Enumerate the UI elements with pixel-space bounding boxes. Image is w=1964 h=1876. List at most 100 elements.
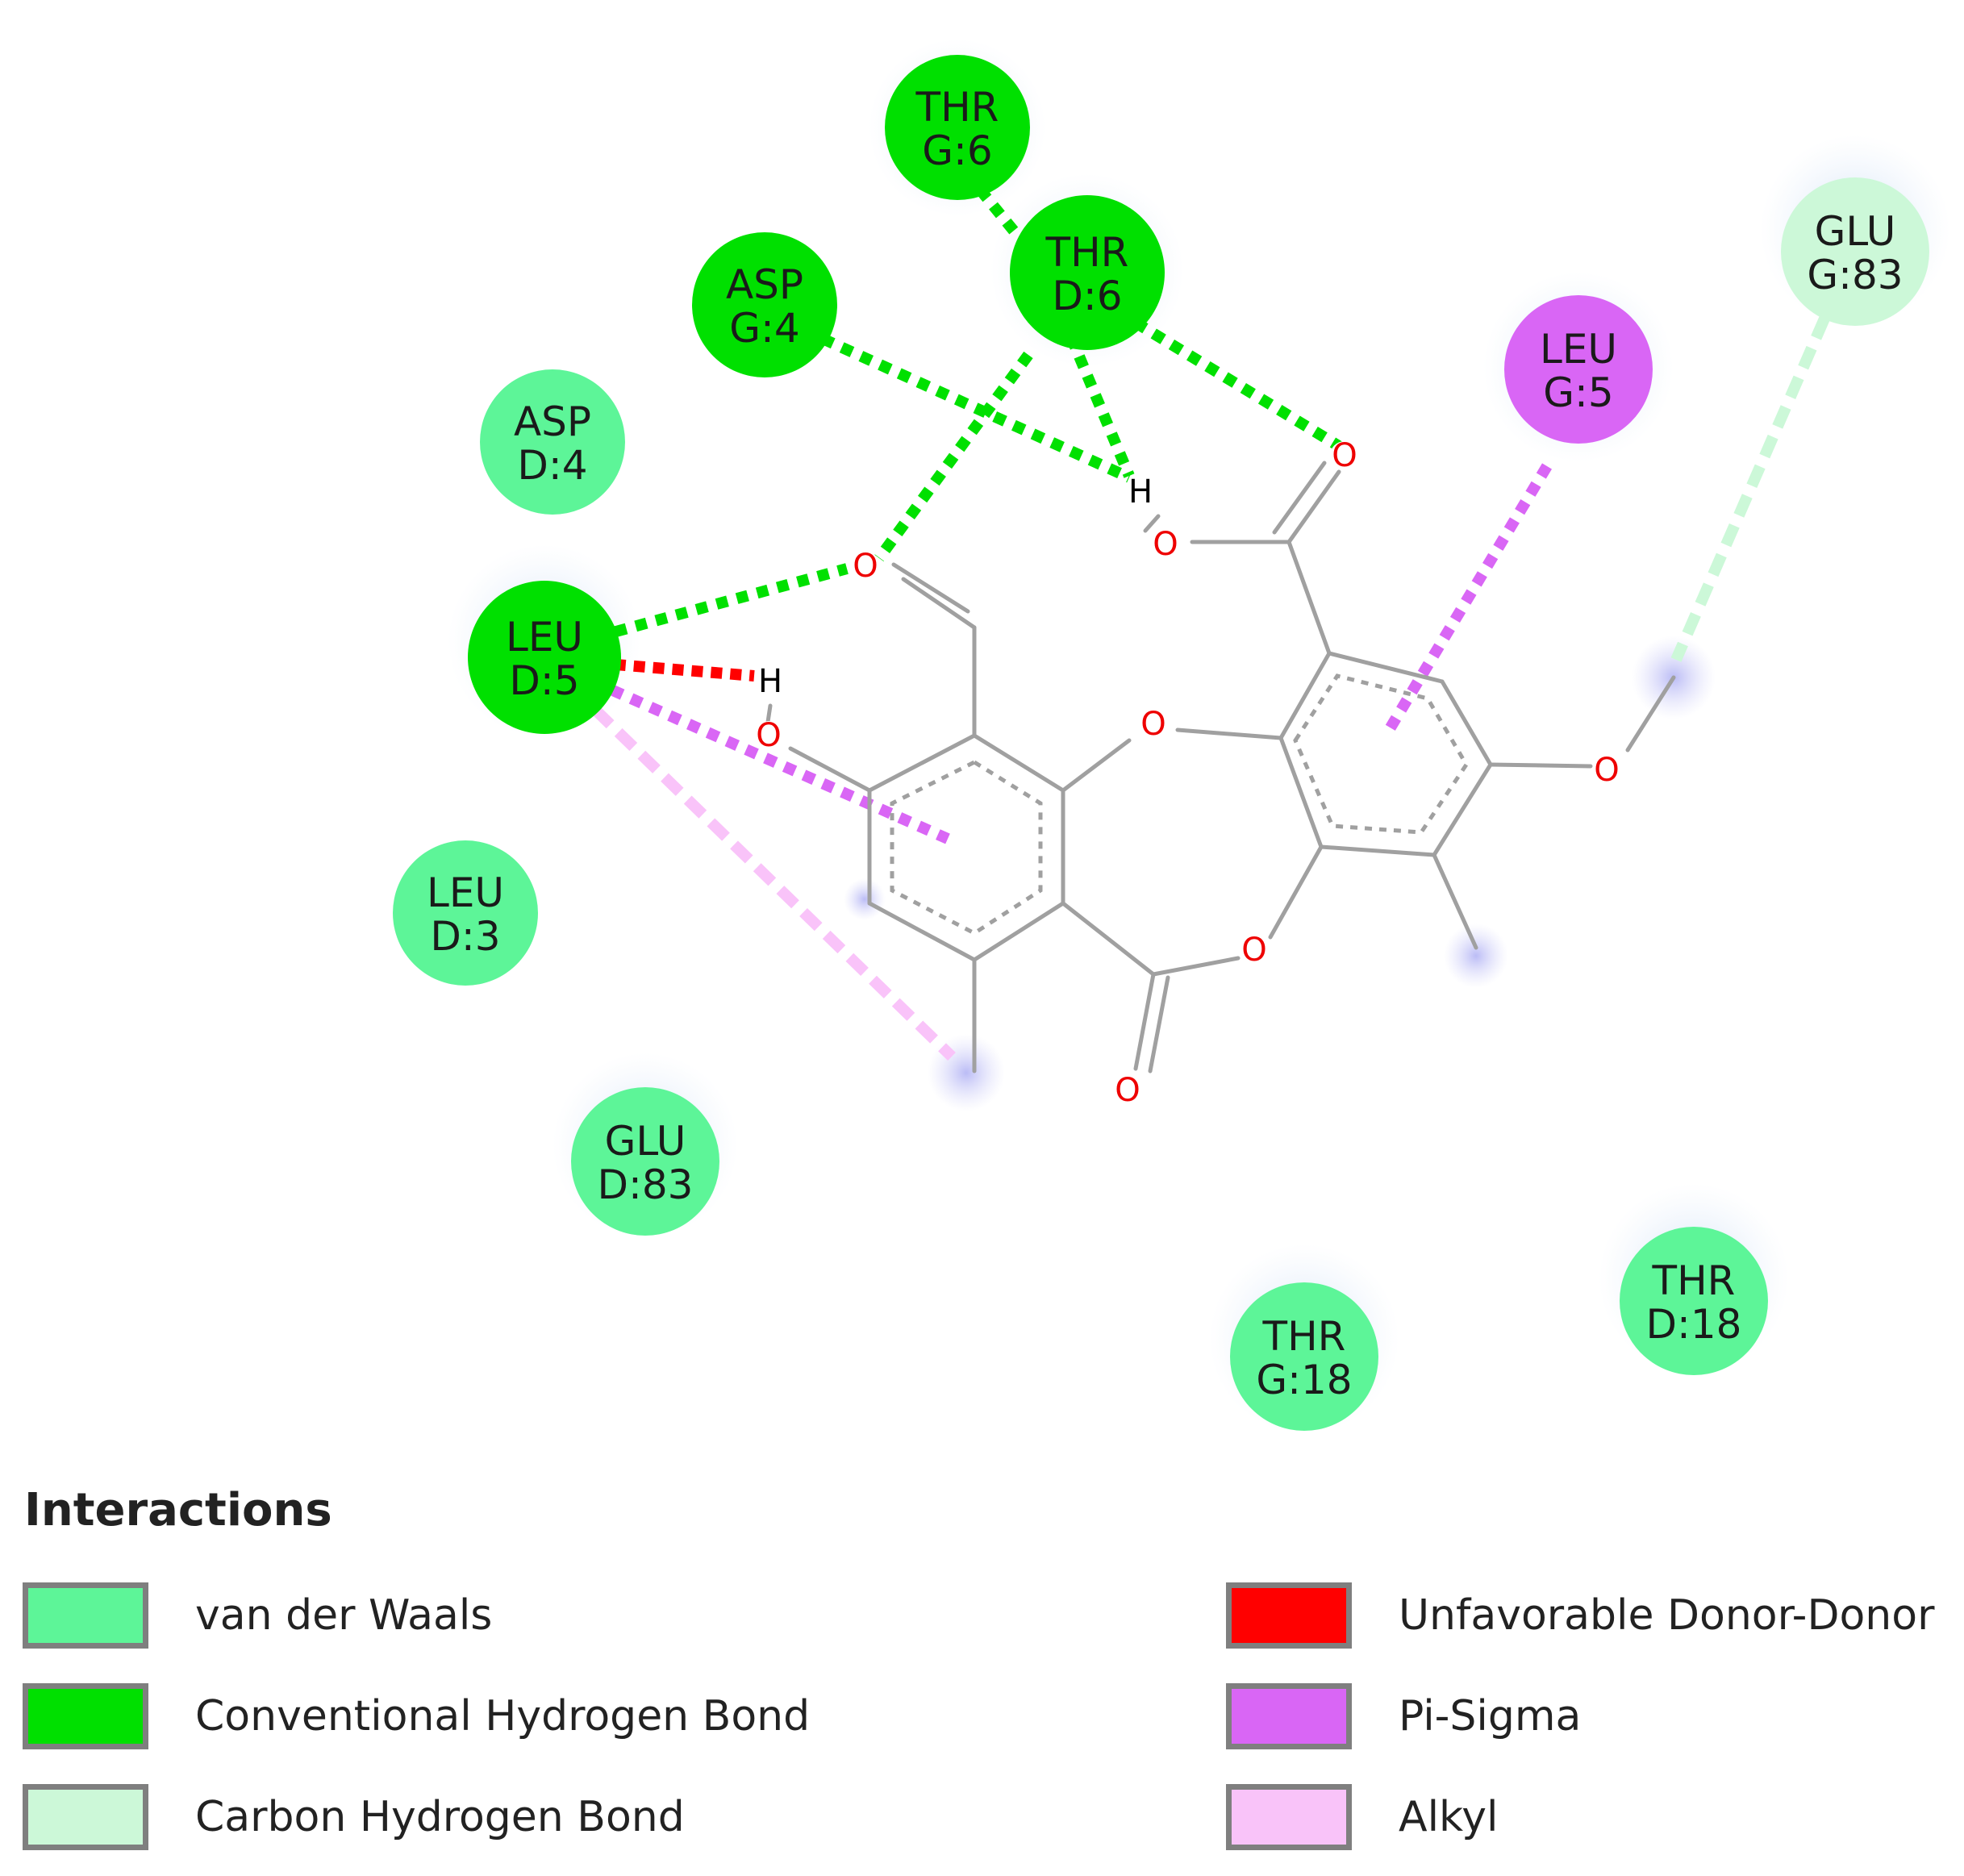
hbond-thr-g6-thr-d6 (975, 186, 1021, 238)
bond (972, 733, 1065, 793)
legend-item-conventional-h-bond: Conventional Hydrogen Bond (23, 1678, 810, 1755)
carbon-glow-methyl-left (928, 1034, 1005, 1111)
bond (1432, 853, 1478, 950)
legend-title: Interactions (24, 1484, 332, 1536)
residue-circle (480, 369, 625, 515)
residue-circle (1010, 195, 1165, 350)
bond (1432, 762, 1493, 857)
bond (1286, 540, 1332, 656)
atom-background (1126, 477, 1155, 507)
residue-circle (692, 232, 837, 377)
residue-chain-number: D:3 (430, 913, 500, 960)
atom-background (1113, 1076, 1142, 1105)
bond (1440, 679, 1493, 767)
hbond-thr-d6-carbonyl (1132, 318, 1349, 455)
residue-circle (1230, 1282, 1378, 1431)
bond (1319, 844, 1437, 857)
legend-item-pi-sigma: Pi-Sigma (1226, 1678, 1581, 1755)
legend-swatch (1226, 1582, 1352, 1649)
oxygen-atom-label: O (1241, 932, 1266, 969)
atom-background (1240, 936, 1269, 965)
residue-circle (571, 1087, 719, 1236)
bond (1286, 469, 1341, 544)
residues: THRG:6THRD:6ASPG:4ASPD:4LEUD:5LEUD:3GLUD… (393, 55, 1929, 1431)
legend-label: Carbon Hydrogen Bond (195, 1793, 685, 1841)
oxygen-atom-label: O (1153, 526, 1178, 563)
interaction-lines (556, 186, 1830, 1061)
residue-chain-number: G:6 (922, 127, 992, 174)
atom-background (1592, 756, 1621, 785)
bond (765, 703, 773, 724)
bond (867, 901, 977, 962)
atom-background (851, 552, 880, 581)
oxygen-atom-label: O (1115, 1072, 1140, 1109)
residue-chain-number: G:83 (1807, 252, 1903, 298)
residue-circle (1781, 177, 1929, 326)
residue-name: ASP (514, 398, 591, 445)
residue-chain-number: D:18 (1646, 1301, 1742, 1348)
residue-circle (1504, 295, 1653, 444)
residue-name: THR (1262, 1313, 1346, 1360)
bond (1625, 675, 1676, 752)
residue-circle (885, 55, 1030, 200)
atom-background (1139, 710, 1168, 739)
legend-swatch (23, 1582, 148, 1649)
atom-background (754, 721, 783, 750)
pi-sigma-leu-d5 (590, 676, 950, 844)
atom-background (756, 667, 785, 696)
alkyl-leu-d5 (591, 705, 956, 1061)
bond (1148, 975, 1170, 1073)
aromatic-ring-left (890, 760, 1043, 936)
residue-name: THR (1045, 229, 1129, 276)
residue-chain-number: G:18 (1256, 1357, 1352, 1403)
bond (1133, 972, 1156, 1071)
residue-chain-number: D:5 (509, 657, 579, 704)
carbon-glow-methyl-right (1444, 923, 1508, 988)
bond (1061, 738, 1132, 793)
hbond-thr-d6-h (1065, 335, 1135, 478)
residue-name: ASP (726, 261, 803, 308)
hbond-thr-d6-aldehyde (874, 351, 1033, 562)
bond (891, 562, 970, 614)
bond (1061, 901, 1156, 977)
hbond-asp-g4-h (820, 333, 1132, 483)
residue-name: LEU (506, 614, 583, 661)
bond (1278, 736, 1324, 849)
bond (1327, 651, 1445, 684)
residue-chain-number: D:6 (1052, 273, 1122, 319)
bond (788, 746, 872, 793)
legend-label: Conventional Hydrogen Bond (195, 1692, 811, 1741)
atom-background (1151, 530, 1180, 559)
legend-label: van der Waals (195, 1591, 493, 1640)
hydrogen-atom-label: H (758, 663, 782, 700)
residue-circle (468, 581, 621, 734)
residue-circle (393, 840, 538, 986)
carbon-hbond-glu-g83 (1670, 316, 1830, 662)
bond (1143, 514, 1161, 533)
residue-name: LEU (1540, 326, 1617, 373)
hydrogen-atom-label: H (1128, 473, 1153, 511)
legend-swatch (23, 1784, 148, 1850)
residue-name: LEU (427, 869, 504, 916)
oxygen-atom-label: O (756, 717, 781, 754)
legend-swatch (1226, 1784, 1352, 1850)
legend-swatch (1226, 1683, 1352, 1749)
oxygen-atom-label: O (1594, 752, 1619, 789)
legend-label: Alkyl (1399, 1793, 1499, 1841)
pi-sigma-leu-g5 (1380, 463, 1553, 739)
legend-label: Unfavorable Donor-Donor (1399, 1591, 1935, 1640)
residue-name: GLU (605, 1118, 686, 1165)
